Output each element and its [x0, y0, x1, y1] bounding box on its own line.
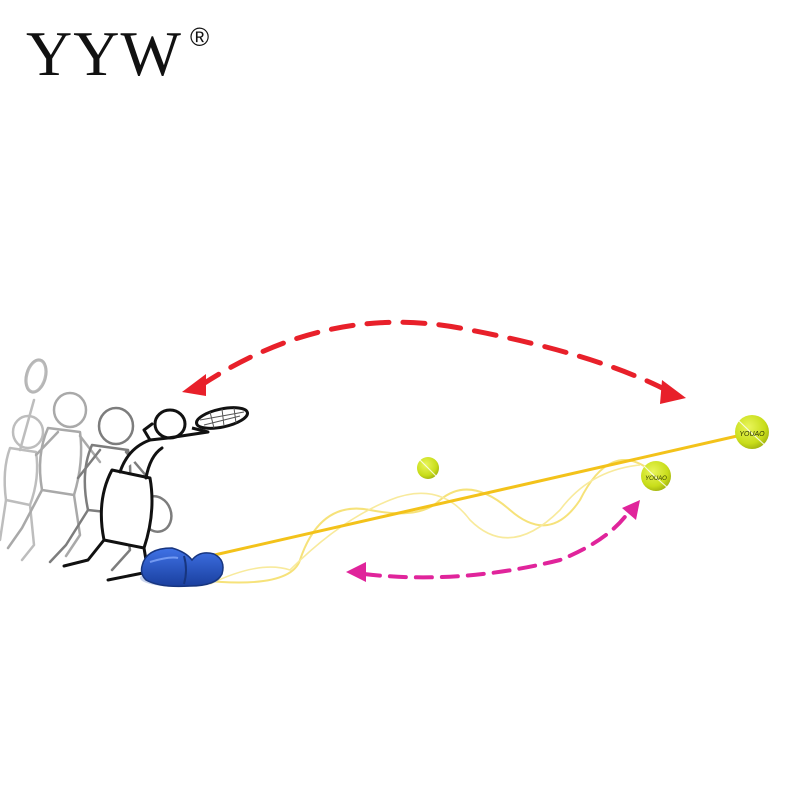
dashed-arrow-icon [660, 380, 686, 404]
dashed-arrow-icon [182, 374, 206, 396]
ball-print-text: YOUAO [645, 476, 667, 482]
tennis-racket-icon [191, 406, 250, 434]
tennis-ball-icon [417, 457, 439, 479]
registered-mark: ® [190, 22, 210, 52]
serve-arc-arrow [182, 319, 686, 404]
elastic-rope [209, 432, 747, 558]
trainer-base-icon [140, 547, 224, 588]
tennis-ball-icon: YOUAO [641, 461, 671, 491]
dashed-arrow-icon [622, 500, 640, 520]
rope-swing-path-2 [209, 464, 641, 585]
tennis-racket-ghost-icon [24, 358, 48, 394]
return-arc-arrow [346, 500, 640, 582]
dashed-arrow-icon [346, 562, 366, 582]
rope-swing-path [197, 459, 651, 584]
brand-logo: YYW [26, 18, 182, 89]
tennis-ball-icon: YOUAO [735, 415, 769, 449]
ball-print-text: YOUAO [739, 431, 765, 438]
